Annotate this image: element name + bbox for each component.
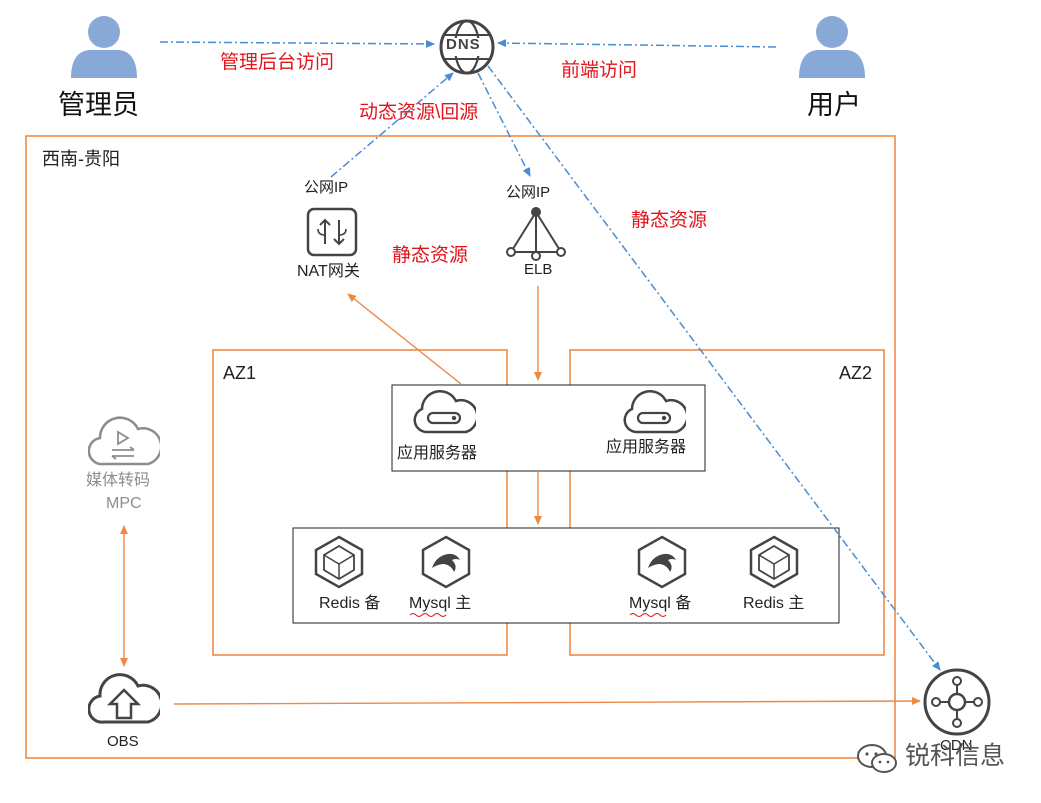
mysql-underline-1 (409, 613, 447, 617)
admin-person-icon (71, 16, 137, 78)
watermark-text: 锐科信息 (905, 742, 1006, 770)
region-label: 西南-贵阳 (42, 149, 120, 169)
frontend-access-label: 前端访问 (561, 60, 638, 81)
mysql-dolphin-icon (421, 535, 471, 589)
media-transcode-cloud-icon (88, 416, 160, 466)
dns-globe-icon (439, 19, 495, 75)
app-server-icon (413, 390, 476, 434)
dns-label: DNS (446, 36, 481, 53)
user-to-dns-line (497, 39, 777, 48)
cdn-network-icon (923, 668, 991, 736)
mpc-label-line1: 媒体转码 (86, 472, 151, 489)
dns-to-cdn-line (487, 65, 941, 671)
static-resource-label-right: 静态资源 (631, 210, 708, 231)
admin-label: 管理员 (58, 90, 139, 120)
obs-label: OBS (107, 733, 139, 750)
mysql-master-label: Mysql 主 (409, 595, 472, 612)
mpc-label-line2: MPC (106, 495, 142, 512)
az1-label: AZ1 (223, 363, 257, 383)
app-server-label: 应用服务器 (397, 445, 478, 462)
nat-public-ip-label: 公网IP (304, 179, 349, 196)
dns-to-elb-line (477, 72, 531, 177)
elb-label: ELB (524, 261, 553, 278)
elb-load-balancer-icon (506, 207, 566, 261)
elb-public-ip-label: 公网IP (506, 184, 551, 201)
region-box (25, 135, 896, 759)
app-to-nat-line (347, 293, 462, 385)
redis-master-label: Redis 主 (743, 595, 805, 612)
az2-label: AZ2 (839, 363, 873, 383)
admin-access-label: 管理后台访问 (220, 52, 335, 73)
nat-gateway-label: NAT网关 (297, 263, 360, 280)
app-server-icon (623, 390, 686, 434)
obs-upload-cloud-icon (88, 673, 160, 724)
mysql-backup-label: Mysql 备 (629, 595, 692, 612)
static-resource-label-left: 静态资源 (392, 245, 469, 266)
az2-box (569, 349, 885, 656)
redis-icon (314, 535, 364, 589)
user-label: 用户 (807, 90, 861, 120)
obs-to-cdn-line (173, 697, 921, 706)
wechat-logo-icon (857, 744, 897, 773)
cdn-label: CDN (940, 737, 973, 754)
redis-icon (749, 535, 799, 589)
user-person-icon (799, 16, 865, 78)
nat-gateway-icon (306, 207, 358, 257)
app-server-label: 应用服务器 (606, 439, 687, 456)
dynamic-origin-label: 动态资源\回源 (359, 102, 479, 123)
database-group-box (292, 527, 840, 624)
admin-to-dns-line (159, 39, 435, 48)
mysql-underline-2 (629, 613, 667, 617)
mysql-dolphin-icon (637, 535, 687, 589)
redis-backup-label: Redis 备 (319, 595, 381, 612)
nat-to-dns-line (330, 72, 454, 178)
az1-box (212, 349, 508, 656)
